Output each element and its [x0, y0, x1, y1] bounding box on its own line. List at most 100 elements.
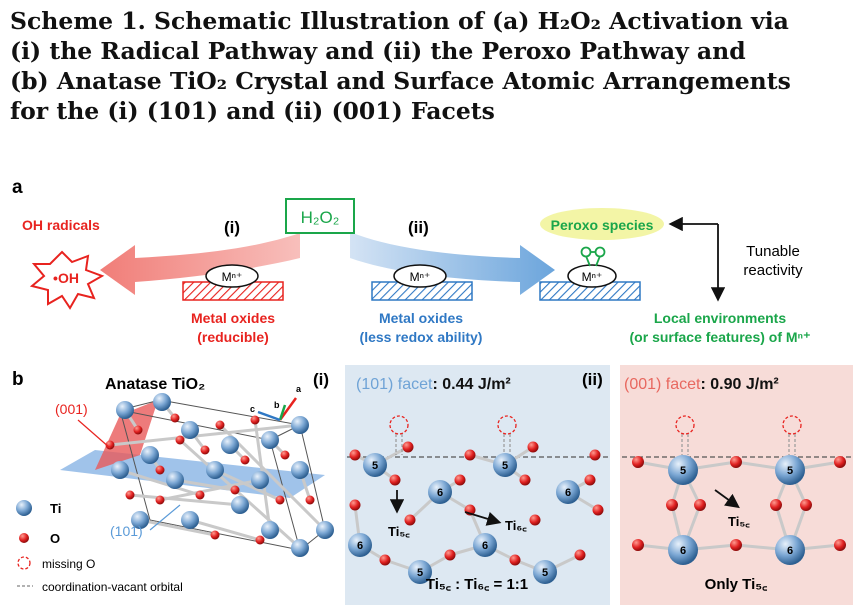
caption-line-1: Scheme 1. Schematic Illustration of (a) … [10, 7, 789, 35]
coordination-number: 6 [357, 540, 363, 552]
ti-atom [261, 431, 279, 449]
o-atom [592, 504, 604, 516]
h2o2-label: H₂O₂ [301, 208, 340, 227]
subpanel-i-label: (i) [313, 370, 329, 389]
missing-o-site [389, 415, 409, 435]
coordination-number: 6 [787, 545, 793, 557]
o-atom [666, 499, 678, 511]
peroxo-pathway-arrow [350, 232, 555, 295]
legend-missing: missing O [42, 557, 95, 571]
bond [189, 518, 261, 542]
ti-ratio: Ti₅꜀ : Ti₆꜀ = 1:1 [426, 576, 528, 593]
metal-ion-ii [393, 264, 447, 288]
bond [129, 493, 241, 507]
ti-atom [231, 496, 249, 514]
ti-atom [153, 393, 171, 411]
pathway-ii-label: (ii) [408, 218, 429, 237]
ti-atom [291, 461, 309, 479]
ti-atom [775, 535, 805, 565]
o-atom [155, 495, 165, 505]
subpanel-ii-label: (ii) [582, 370, 603, 389]
facet-001-label: (001) [55, 401, 88, 417]
legend-orbital: coordination-vacant orbital [42, 580, 183, 594]
o-atom [305, 495, 315, 505]
coordination-number: 5 [787, 465, 793, 477]
missing-o-site [675, 415, 695, 435]
radical-pathway-arrow [100, 233, 300, 295]
coordination-number: 5 [417, 567, 423, 579]
o-atom [250, 415, 260, 425]
peroxo-highlight [540, 208, 664, 240]
caption-line-3: (b) Anatase TiO₂ Crystal and Surface Ato… [10, 67, 791, 95]
o-atom [240, 455, 250, 465]
ti-atom [181, 511, 199, 529]
metal-oxides-ii: Metal oxides [379, 310, 463, 326]
bond [119, 468, 201, 497]
ti-atom [533, 560, 557, 584]
o-atom [800, 499, 812, 511]
ti-atom [316, 521, 334, 539]
o-atom [404, 514, 416, 526]
facet-101-header: (101) facet: 0.44 J/m² [356, 376, 511, 393]
ti-atom [111, 461, 129, 479]
metal-ion-i [205, 264, 259, 288]
ti-atom [493, 453, 517, 477]
missing-o-site [497, 415, 517, 435]
peroxo-bond-l [585, 255, 591, 267]
caption-line-2: (i) the Radical Pathway and (ii) the Per… [10, 37, 746, 65]
facet-001-name: (001) facet [624, 376, 701, 393]
local-env-line1: Local environments [654, 310, 786, 326]
ti-atom [291, 416, 309, 434]
metal-oxides-i: Metal oxides [191, 310, 275, 326]
o-atom [834, 456, 846, 468]
axis-a-label: a [296, 384, 302, 394]
metal-oxides-ii-sub: (less redox ability) [360, 329, 483, 345]
ti-atom [181, 421, 199, 439]
ti-atom [428, 480, 452, 504]
axis-b-label: b [274, 400, 280, 410]
ti-atom [221, 436, 239, 454]
o-atom [834, 539, 846, 551]
legend-o: O [50, 531, 60, 546]
o-atom [255, 535, 265, 545]
axis-c-arrow [257, 410, 281, 422]
tunable-line1: Tunable [746, 243, 800, 260]
ti-atom [668, 455, 698, 485]
legend-ti: Ti [50, 501, 61, 516]
o-atom [195, 490, 205, 500]
ti-atom [363, 453, 387, 477]
facet-001-pointer [77, 419, 111, 449]
ti-atom [775, 455, 805, 485]
o-atom [175, 435, 185, 445]
peroxo-species-label: Peroxo species [551, 217, 654, 233]
coordination-number: 5 [502, 460, 508, 472]
only-ti5c: Only Ti₅꜀ [705, 576, 768, 593]
panel-a-label: a [12, 177, 23, 198]
o-atom [215, 420, 225, 430]
o-atom [632, 456, 644, 468]
ti-atom [206, 461, 224, 479]
coordination-number: 5 [542, 567, 548, 579]
coordination-number: 6 [482, 540, 488, 552]
missing-o-site [782, 415, 802, 435]
o-atom [574, 549, 586, 561]
axis-b-arrow [278, 404, 287, 421]
bond [178, 438, 302, 550]
ti-atom [251, 471, 269, 489]
o-atom [529, 514, 541, 526]
o-atom [200, 445, 210, 455]
o-atom [519, 474, 531, 486]
legend-missing-o [17, 556, 31, 570]
coordination-number: 6 [437, 487, 443, 499]
o-atom [589, 449, 601, 461]
panel-b-label: b [12, 369, 24, 390]
bond [214, 468, 281, 502]
pathway-i-label: (i) [224, 218, 240, 237]
ti6c-arrow-i [464, 511, 502, 526]
oh-radical: •OH [53, 270, 79, 286]
legend-ti-atom [16, 500, 32, 516]
oh-radicals-label: OH radicals [22, 217, 100, 233]
